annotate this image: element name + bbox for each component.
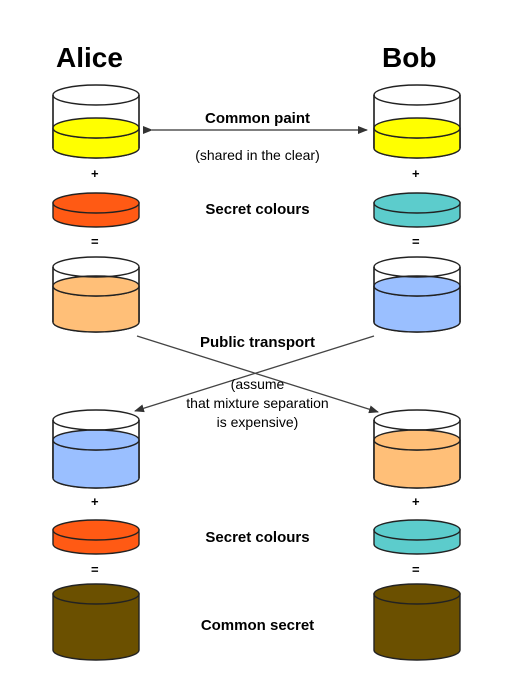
bob-secret-colour-disc <box>373 192 461 228</box>
disc-top <box>52 519 140 541</box>
secret-colours-label-2: Secret colours <box>205 529 310 546</box>
cylinder-top <box>52 583 140 605</box>
bob-received-mixture-cup <box>373 409 461 489</box>
alice-mixture-cup <box>52 256 140 333</box>
common-secret-label: Common secret <box>200 617 315 634</box>
alice-common-secret-cylinder <box>52 583 140 661</box>
bob-plus-sign-1: + <box>412 166 420 181</box>
bob-common-secret-cylinder <box>373 583 461 661</box>
bob-equals-sign-2: = <box>412 562 420 577</box>
alice-to-bob-arrow <box>136 335 379 414</box>
shared-in-clear-note: (shared in the clear) <box>195 147 320 163</box>
alice-plus-sign-1: + <box>91 166 99 181</box>
disc-top <box>373 519 461 541</box>
liquid-surface <box>373 275 461 297</box>
disc-top <box>373 192 461 214</box>
secret-colours-label: Secret colours <box>205 201 310 218</box>
bob-common-paint-cup <box>373 84 461 159</box>
liquid-surface <box>373 429 461 451</box>
bob-plus-sign-2: + <box>412 494 420 509</box>
cylinder-side <box>373 593 461 661</box>
bob-mixture-cup <box>373 256 461 333</box>
alice-equals-sign-1: = <box>91 234 99 249</box>
alice-secret-colour-disc <box>52 192 140 228</box>
common-paint-label: Common paint <box>205 110 310 127</box>
cylinder-side <box>52 593 140 661</box>
alice-received-mixture-cup <box>52 409 140 489</box>
liquid-surface <box>52 117 140 139</box>
public-transport-label: Public transport <box>199 334 315 351</box>
assume-note-line-1: (assume <box>230 376 285 392</box>
liquid-surface <box>52 429 140 451</box>
disc-top <box>52 192 140 214</box>
alice-title: Alice <box>56 42 123 73</box>
alice-equals-sign-2: = <box>91 562 99 577</box>
bob-equals-sign-1: = <box>412 234 420 249</box>
assume-note-line-3: is expensive) <box>216 414 299 430</box>
liquid-surface <box>52 275 140 297</box>
alice-plus-sign-2: + <box>91 494 99 509</box>
alice-common-paint-cup <box>52 84 140 159</box>
bob-title: Bob <box>382 42 437 73</box>
cylinder-top <box>373 583 461 605</box>
assume-note-line-2: that mixture separation <box>186 395 329 411</box>
bob-secret-colour-disc-2 <box>373 519 461 555</box>
liquid-surface <box>373 117 461 139</box>
bob-to-alice-arrow <box>134 335 375 413</box>
alice-secret-colour-disc-2 <box>52 519 140 555</box>
